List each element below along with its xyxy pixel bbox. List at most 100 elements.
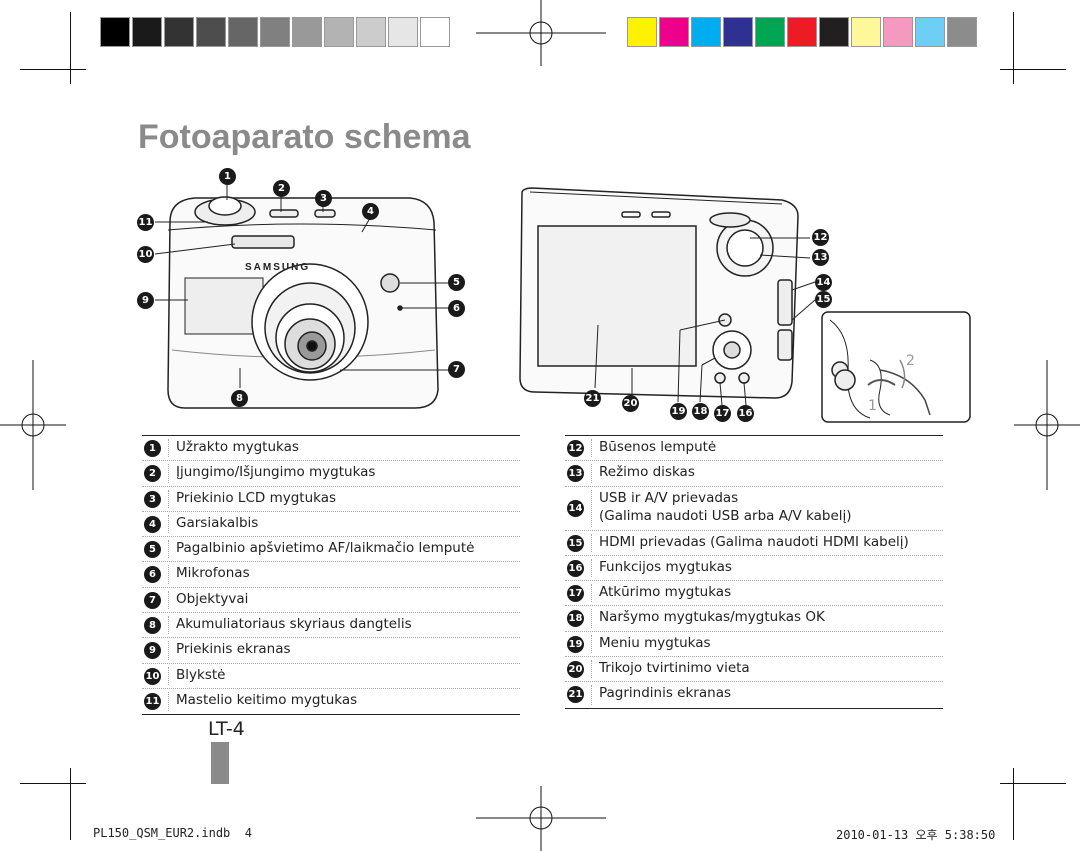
item-label: Meniu mygtukas <box>599 634 711 651</box>
callout-5: 5 <box>448 274 465 291</box>
callout-9: 9 <box>137 292 154 309</box>
item-label: Trikojo tvirtinimo vieta <box>599 660 750 677</box>
callout-11: 11 <box>137 214 154 231</box>
page-title: Fotoaparato schema <box>138 118 471 156</box>
item-label: Režimo diskas <box>599 464 695 481</box>
item-label: Objektyvai <box>176 590 249 607</box>
list-item: 5 Pagalbinio apšvietimo AF/laikmačio lemp… <box>142 537 520 563</box>
gray-swatch <box>164 17 194 47</box>
gray-swatch <box>356 17 386 47</box>
callout-20: 20 <box>622 395 639 412</box>
footer-page: 4 <box>244 826 252 840</box>
callout-3: 3 <box>315 190 332 207</box>
item-number: 2 <box>144 465 161 483</box>
gray-swatch <box>132 17 162 47</box>
callout-18: 18 <box>692 403 709 420</box>
item-number: 21 <box>567 686 584 704</box>
item-number: 14 <box>567 499 584 517</box>
item-label: Priekinio LCD mygtukas <box>176 489 337 506</box>
color-swatch <box>787 17 817 47</box>
item-label: Akumuliatoriaus skyriaus dangtelis <box>176 616 412 633</box>
item-label: Mastelio keitimo mygtukas <box>176 691 358 708</box>
callout-2: 2 <box>273 180 290 197</box>
callout-7: 7 <box>448 361 465 378</box>
color-swatch <box>627 17 657 47</box>
color-swatch <box>755 17 785 47</box>
strap-step-1: 1 <box>868 398 877 414</box>
item-label: Blykstė <box>176 666 226 683</box>
list-item: 8 Akumuliatoriaus skyriaus dangtelis <box>142 613 520 639</box>
item-label: USB ir A/V prievadas <box>599 489 739 506</box>
strap-step-2: 2 <box>906 353 915 369</box>
item-number: 17 <box>567 585 584 603</box>
callout-15: 15 <box>815 291 832 308</box>
camera-back-illustration <box>519 187 799 399</box>
gray-swatch <box>420 17 450 47</box>
callout-10: 10 <box>137 246 154 263</box>
callout-21: 21 <box>584 390 601 407</box>
gray-swatch <box>100 17 130 47</box>
camera-diagram: SAMSUNG <box>154 185 971 423</box>
item-label: Garsiakalbis <box>176 514 259 531</box>
list-item: 6 Mikrofonas <box>142 562 520 588</box>
callout-14: 14 <box>815 274 832 291</box>
item-label: Atkūrimo mygtukas <box>599 584 732 601</box>
item-number: 6 <box>144 566 161 584</box>
color-swatch <box>819 17 849 47</box>
item-label: Pagalbinio apšvietimo AF/laikmačio lempu… <box>176 540 475 557</box>
color-swatch <box>723 17 753 47</box>
item-number: 15 <box>567 534 584 552</box>
gray-swatch <box>196 17 226 47</box>
footer-filename: PL150_QSM_EUR2.indb 4 <box>93 826 252 840</box>
gray-swatch <box>388 17 418 47</box>
color-swatch <box>851 17 881 47</box>
color-swatch <box>691 17 721 47</box>
item-label: Būsenos lemputė <box>599 439 717 455</box>
item-label: Naršymo mygtukas/mygtukas OK <box>599 609 825 626</box>
item-number: 20 <box>567 661 584 679</box>
item-number: 19 <box>567 635 584 653</box>
gray-swatch <box>292 17 322 47</box>
item-number: 3 <box>144 490 161 508</box>
item-label: Užrakto mygtukas <box>176 439 299 455</box>
list-item: 12 Būsenos lemputė <box>565 436 943 462</box>
footer-file: PL150_QSM_EUR2.indb <box>93 826 231 840</box>
gray-swatch <box>260 17 290 47</box>
color-swatch <box>947 17 977 47</box>
item-number: 9 <box>144 642 161 660</box>
camera-front-illustration: SAMSUNG <box>167 196 439 409</box>
item-number: 5 <box>144 541 161 559</box>
item-number: 8 <box>144 617 161 635</box>
callout-16: 16 <box>737 405 754 422</box>
list-item: 20 Trikojo tvirtinimo vieta <box>565 657 943 683</box>
callout-12: 12 <box>812 229 829 246</box>
strap-inset-illustration <box>821 311 971 423</box>
item-number: 12 <box>567 440 584 457</box>
page-number-label: LT-4 <box>208 718 245 740</box>
callout-8: 8 <box>231 390 248 407</box>
color-swatch <box>915 17 945 47</box>
callout-1: 1 <box>219 168 236 185</box>
color-swatch <box>659 17 689 47</box>
item-label: Mikrofonas <box>176 565 250 582</box>
gray-swatch <box>324 17 354 47</box>
section-tab-marker <box>211 742 229 784</box>
callout-19: 19 <box>670 403 687 420</box>
callout-6: 6 <box>448 300 465 317</box>
callout-13: 13 <box>812 249 829 266</box>
callout-4: 4 <box>362 203 379 220</box>
brand-logo: SAMSUNG <box>245 262 310 273</box>
footer-timestamp: 2010-01-13 오후 5:38:50 <box>836 828 996 842</box>
